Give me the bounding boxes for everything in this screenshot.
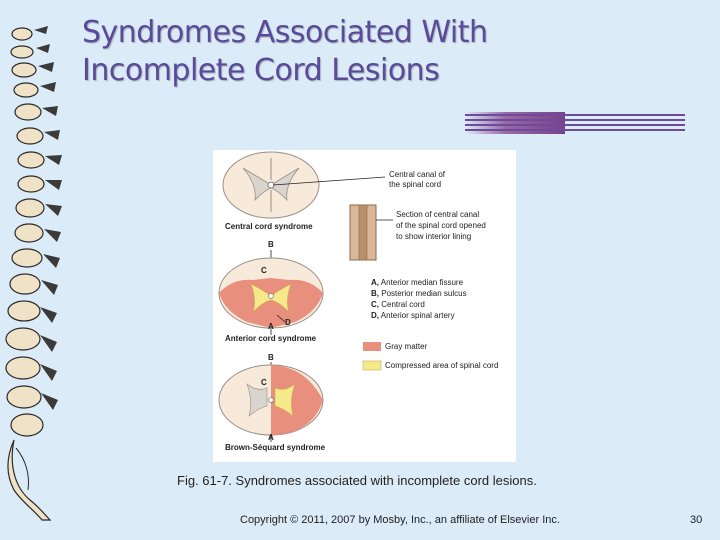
letter-c-anterior: C: [261, 266, 267, 275]
cord-central: [222, 151, 386, 219]
legend-a: A, Anterior median fissure: [371, 278, 464, 287]
compressed-swatch: [362, 360, 382, 371]
letter-c-brown: C: [261, 378, 267, 387]
cord-brown-sequard: [218, 362, 324, 442]
title-decoration: [465, 112, 685, 134]
title-line-2: Incomplete Cord Lesions: [82, 53, 440, 88]
legend-b: B, Posterior median sulcus: [371, 289, 467, 298]
letter-a-anterior: A: [268, 322, 274, 331]
figure-drawing: [218, 151, 393, 442]
gray-matter-swatch: [363, 342, 381, 351]
section-label-2: of the spinal cord opened: [396, 221, 486, 230]
central-cord-syndrome-label: Central cord syndrome: [225, 222, 313, 231]
section-label-3: to show interior lining: [396, 232, 472, 241]
slide-title: Syndromes Associated With Incomplete Cor…: [82, 14, 642, 90]
legend-gray-matter: Gray matter: [385, 342, 428, 351]
brown-sequard-syndrome-label: Brown-Séquard syndrome: [225, 443, 326, 452]
legend-compressed: Compressed area of spinal cord: [385, 361, 499, 370]
page-number: 30: [690, 514, 703, 526]
figure-panel: Central canal of the spinal cord Section…: [213, 150, 516, 462]
central-canal-label-2: the spinal cord: [389, 180, 442, 189]
section-label-1: Section of central canal: [396, 210, 480, 219]
figure-caption: Fig. 61-7. Syndromes associated with inc…: [177, 473, 537, 488]
copyright-notice: Copyright © 2011, 2007 by Mosby, Inc., a…: [240, 514, 560, 526]
decoration-block: [465, 112, 565, 134]
legend-d: D, Anterior spinal artery: [371, 311, 455, 320]
spine-illustration: [5, 26, 62, 521]
letter-a-brown: A: [268, 433, 274, 442]
legend-c: C, Central cord: [371, 300, 425, 309]
title-line-1: Syndromes Associated With: [82, 15, 488, 50]
letter-b-brown: B: [268, 353, 274, 362]
letter-d-anterior: D: [285, 318, 291, 327]
central-canal-label-1: Central canal of: [389, 170, 446, 179]
cord-anterior: [218, 250, 324, 335]
letter-b-anterior: B: [268, 240, 274, 249]
anterior-cord-syndrome-label: Anterior cord syndrome: [225, 334, 317, 343]
canal-section: [349, 204, 393, 261]
